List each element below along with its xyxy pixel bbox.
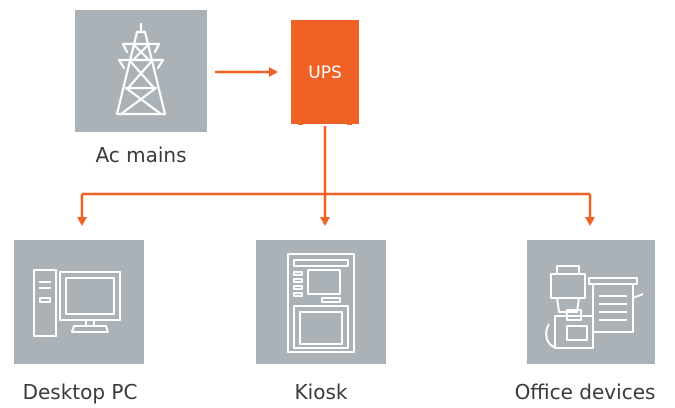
kiosk-tile [256,240,386,364]
ups-box: UPS [291,20,359,125]
ac-mains-tile [75,10,207,132]
transmission-tower-icon [115,22,167,116]
desktop-pc-icon [33,269,121,337]
kiosk-icon [287,253,355,353]
desktop-pc-label: Desktop PC [22,380,138,404]
ups-foot-right [347,121,352,125]
ac-mains-label: Ac mains [95,143,187,167]
office-devices-icon [545,265,644,349]
office-devices-tile [527,240,655,364]
ups-foot-left [298,121,303,125]
kiosk-label: Kiosk [294,380,348,404]
ups-label: UPS [308,63,342,83]
office-devices-label: Office devices [514,380,656,404]
desktop-pc-tile [14,240,144,364]
